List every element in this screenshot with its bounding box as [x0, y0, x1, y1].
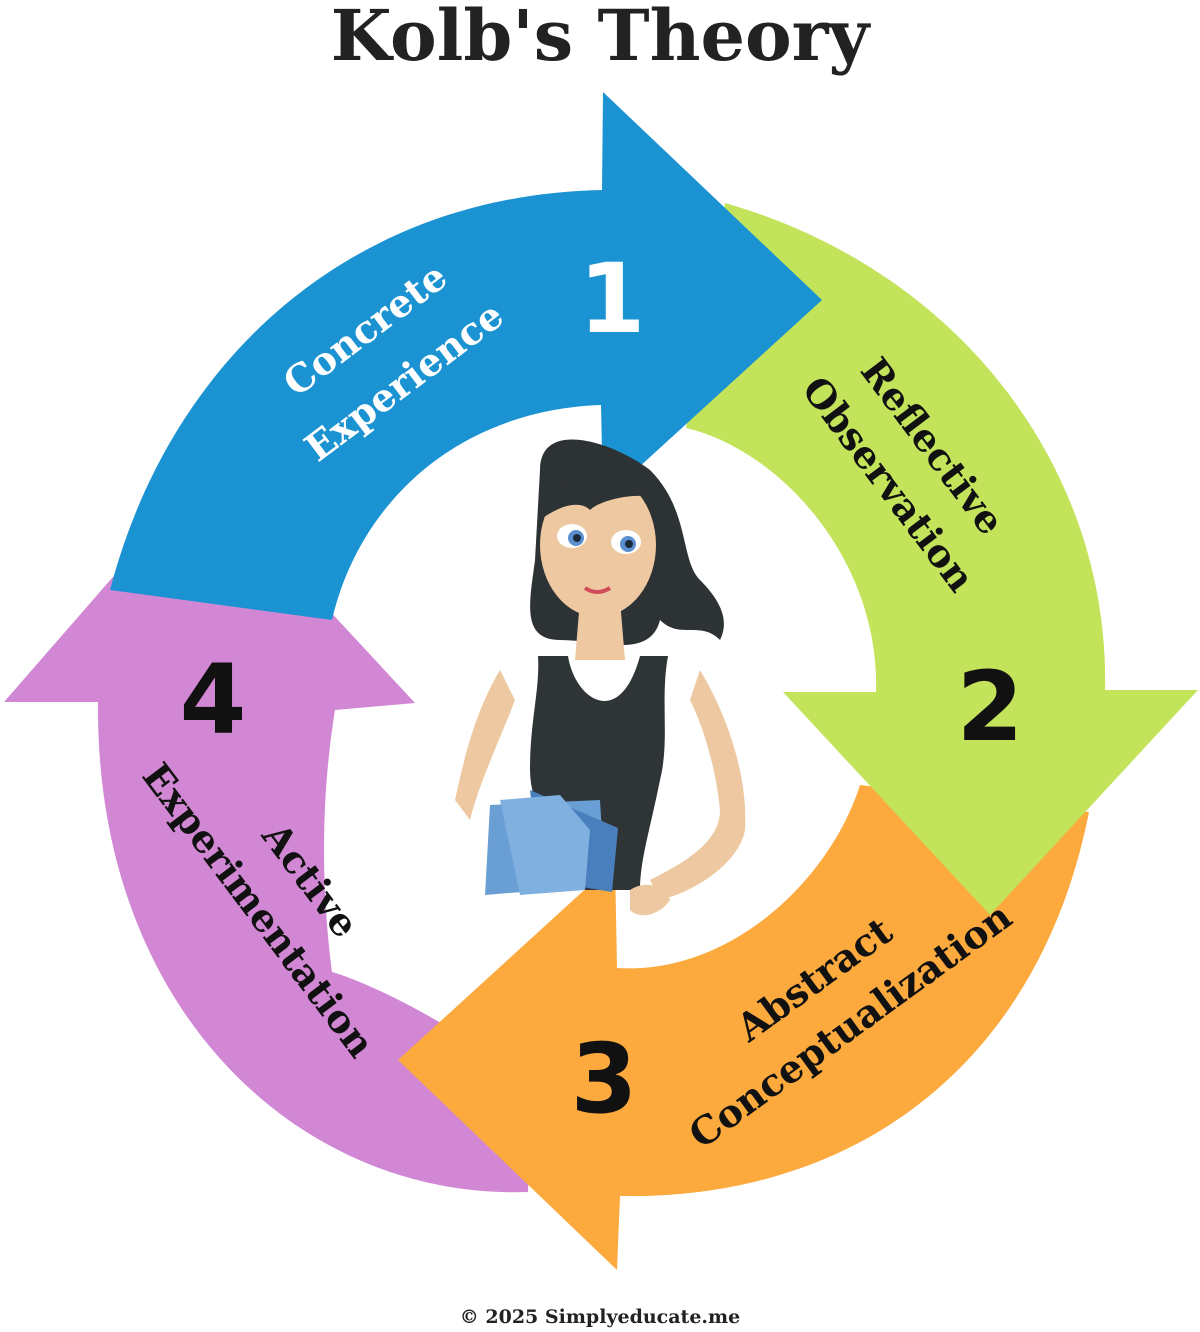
stage-1-arrow: [110, 92, 822, 620]
diagram-title: Kolb's Theory: [330, 0, 870, 77]
stage-4-arrow: [4, 483, 530, 1193]
stage-3-arrow: [398, 785, 1089, 1270]
stage-1-number: 1: [579, 243, 646, 355]
copyright-footer: © 2025 Simplyeducate.me: [459, 1306, 741, 1328]
student-illustration: [455, 439, 746, 916]
stage-3-number: 3: [571, 1023, 638, 1135]
stage-4-number: 4: [180, 644, 247, 756]
stage-2-arrow: [686, 203, 1198, 915]
stage-2-number: 2: [957, 651, 1024, 763]
